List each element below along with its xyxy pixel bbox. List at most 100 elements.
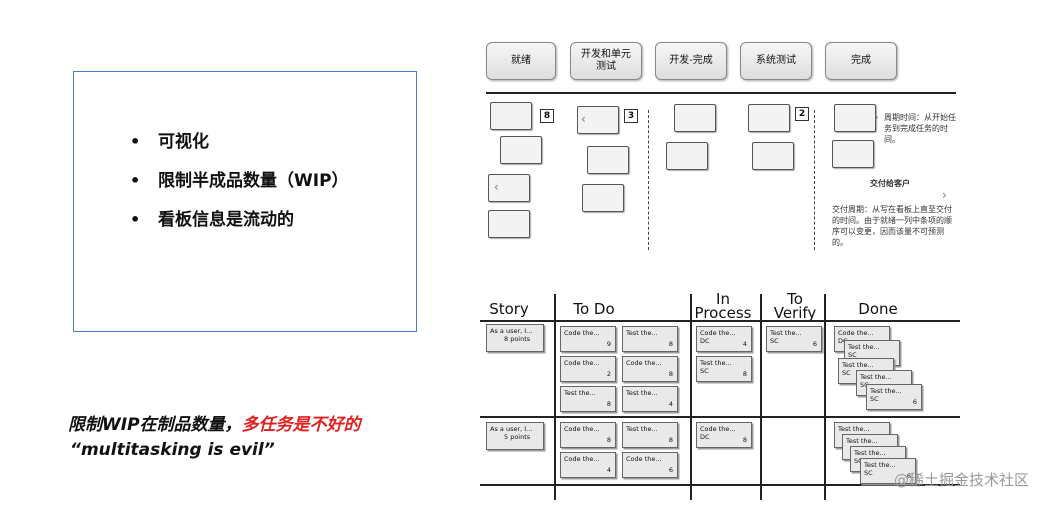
arrow-left-icon: ‹ [581, 112, 586, 126]
kanban-card [488, 174, 530, 202]
task-owner: SC [770, 337, 779, 345]
task-title: Test the... [864, 461, 896, 469]
task-card: Code the... 2 [560, 356, 616, 382]
task-title: Test the... [838, 425, 870, 433]
story-card: As a user, I... 8 points [486, 324, 544, 352]
task-estimate: 6 [668, 466, 673, 474]
caption-part2: 多任务是不好的 [241, 415, 361, 435]
delivery-time-note: 交付周期：从写在看板上直至交付的时间。由于就绪一列中条项的顺序可以变更，因而该量… [832, 205, 952, 247]
task-card: Code the...8 [622, 356, 678, 382]
task-card: Test the... 8 [560, 386, 616, 412]
task-estimate: 8 [606, 400, 611, 408]
task-estimate: 8 [668, 436, 673, 444]
row-rule [480, 484, 960, 486]
task-owner: DC [700, 337, 710, 345]
top-kanban-board: 就绪 开发和单元 测试 开发-完成 系统测试 完成 8 ‹ 3 ‹ 2 › 周期… [482, 38, 958, 250]
bottom-kanban-board: Story To Do In Process To Verify Done As… [478, 288, 960, 500]
task-estimate: 8 [742, 436, 747, 444]
task-title: Test the... [626, 425, 658, 433]
wip-limit-badge: 3 [624, 109, 638, 123]
task-title: Code the... [700, 425, 736, 433]
task-owner: SC [842, 369, 851, 377]
header-to-verify: To Verify [773, 290, 817, 322]
task-card: Code the... 4 [560, 452, 616, 478]
task-title: Code the... [838, 329, 874, 337]
task-card: Code the...DC 8 [696, 422, 752, 448]
task-title: Code the... [626, 455, 662, 463]
kanban-card [666, 142, 708, 170]
task-title: Test the... [860, 373, 892, 381]
story-points: 5 points [504, 433, 531, 441]
caption-quote: “multitasking is evil” [70, 440, 275, 460]
task-owner: SC [854, 457, 863, 465]
task-owner: SC [860, 381, 869, 389]
wip-limit-badge: 2 [795, 107, 809, 121]
task-title: Code the... [564, 329, 600, 337]
task-owner: DC [838, 337, 848, 345]
task-estimate: 8 [606, 436, 611, 444]
kanban-card [834, 104, 876, 132]
task-estimate: 2 [606, 370, 611, 378]
tab-system-test: 系统测试 [740, 42, 812, 80]
divider [486, 92, 956, 94]
task-owner: DC [700, 433, 710, 441]
task-owner: SC [864, 469, 873, 477]
task-owner: SC [870, 395, 879, 403]
task-estimate: 6 [912, 398, 917, 406]
task-card: Code the... 8 [560, 422, 616, 448]
column-rule [690, 294, 692, 500]
arrow-right-icon: › [942, 188, 947, 202]
bullet-box: 可视化 限制半成品数量（WIP） 看板信息是流动的 [73, 71, 417, 332]
bullet-item: 看板信息是流动的 [130, 208, 349, 232]
task-estimate: 8 [742, 370, 747, 378]
task-estimate: 4 [606, 466, 611, 474]
header-rule [480, 320, 960, 322]
task-title: Test the... [626, 329, 658, 337]
column-rule [824, 294, 826, 500]
header-done: Done [858, 300, 898, 318]
task-title: Test the... [842, 361, 874, 369]
kanban-card [577, 106, 619, 134]
task-title: Code the... [564, 359, 600, 367]
row-rule [480, 416, 960, 418]
wip-limit-badge: 8 [540, 109, 554, 123]
tab-ready: 就绪 [486, 42, 556, 80]
task-card: Test the...4 [622, 386, 678, 412]
bullet-item: 限制半成品数量（WIP） [130, 169, 349, 193]
task-title: Code the... [626, 359, 662, 367]
bullet-list: 可视化 限制半成品数量（WIP） 看板信息是流动的 [130, 130, 349, 247]
task-title: Test the... [870, 387, 902, 395]
kanban-card [674, 104, 716, 132]
column-rule [554, 294, 556, 500]
header-in-process: In Process [694, 290, 752, 322]
kanban-card [752, 142, 794, 170]
task-estimate: 6 [812, 340, 817, 348]
watermark: @稀土掘金技术社区 [893, 471, 1029, 489]
task-title: Test the... [626, 389, 658, 397]
delivery-label: 交付给客户 [870, 179, 910, 188]
column-divider [814, 110, 815, 250]
task-title: Test the... [854, 449, 886, 457]
cycle-time-note: 周期时间：从开始任务到完成任务的时间。 [884, 113, 956, 144]
story-card: As a user, I... 5 points [486, 422, 544, 450]
task-title: Test the... [564, 389, 596, 397]
task-title: Test the... [770, 329, 802, 337]
story-text: As a user, I... [490, 327, 533, 335]
tab-done: 完成 [825, 42, 897, 80]
task-card: Test the...SC 6 [766, 326, 822, 352]
caption: 限制WIP在制品数量，多任务是不好的 [68, 413, 361, 437]
bullet-item: 可视化 [130, 130, 349, 154]
task-estimate: 9 [606, 340, 611, 348]
task-title: Code the... [564, 425, 600, 433]
task-title: Code the... [700, 329, 736, 337]
task-title: Code the... [564, 455, 600, 463]
task-owner: SC [848, 351, 857, 359]
task-title: Test the... [846, 437, 878, 445]
arrow-right-icon: › [874, 110, 879, 124]
task-card: Test the...8 [622, 326, 678, 352]
kanban-card [748, 104, 790, 132]
header-todo: To Do [573, 300, 615, 318]
